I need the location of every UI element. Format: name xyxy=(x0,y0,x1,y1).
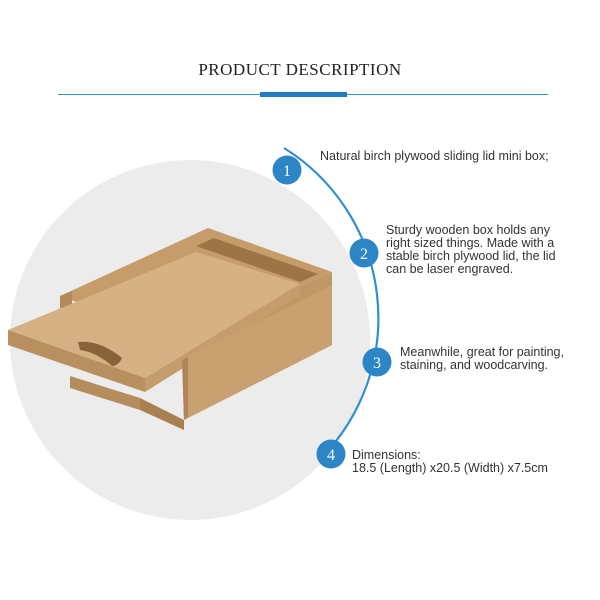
wooden-box-image xyxy=(8,228,332,430)
feature-2-line: right sized things. Made with a xyxy=(386,236,555,250)
badge-4: 4 xyxy=(316,439,346,469)
feature-2-line: can be laser engraved. xyxy=(386,262,514,276)
badge-4-number: 4 xyxy=(327,447,335,464)
badge-3-number: 3 xyxy=(373,355,381,372)
title-divider-accent xyxy=(260,92,347,97)
feature-2-line: Sturdy wooden box holds any xyxy=(386,223,550,237)
feature-3-text: Meanwhile, great for painting, staining,… xyxy=(400,346,564,372)
feature-4-line: 18.5 (Length) x20.5 (Width) x7.5cm xyxy=(352,461,548,475)
feature-arc xyxy=(283,147,380,458)
feature-4-text: Dimensions: 18.5 (Length) x20.5 (Width) … xyxy=(352,449,548,475)
feature-1-line: Natural birch plywood sliding lid mini b… xyxy=(320,149,549,163)
feature-2-line: stable birch plywood lid, the lid xyxy=(386,249,556,263)
feature-4-line: Dimensions: xyxy=(352,448,421,462)
page-title: PRODUCT DESCRIPTION xyxy=(198,60,402,79)
badge-2: 2 xyxy=(349,238,379,268)
feature-1-text: Natural birch plywood sliding lid mini b… xyxy=(320,150,549,163)
badge-2-number: 2 xyxy=(360,246,368,263)
badge-3: 3 xyxy=(362,347,392,377)
feature-3-line: staining, and woodcarving. xyxy=(400,358,549,372)
badge-1: 1 xyxy=(272,155,302,185)
feature-3-line: Meanwhile, great for painting, xyxy=(400,345,564,359)
badge-1-number: 1 xyxy=(283,163,291,180)
feature-2-text: Sturdy wooden box holds any right sized … xyxy=(386,224,556,276)
